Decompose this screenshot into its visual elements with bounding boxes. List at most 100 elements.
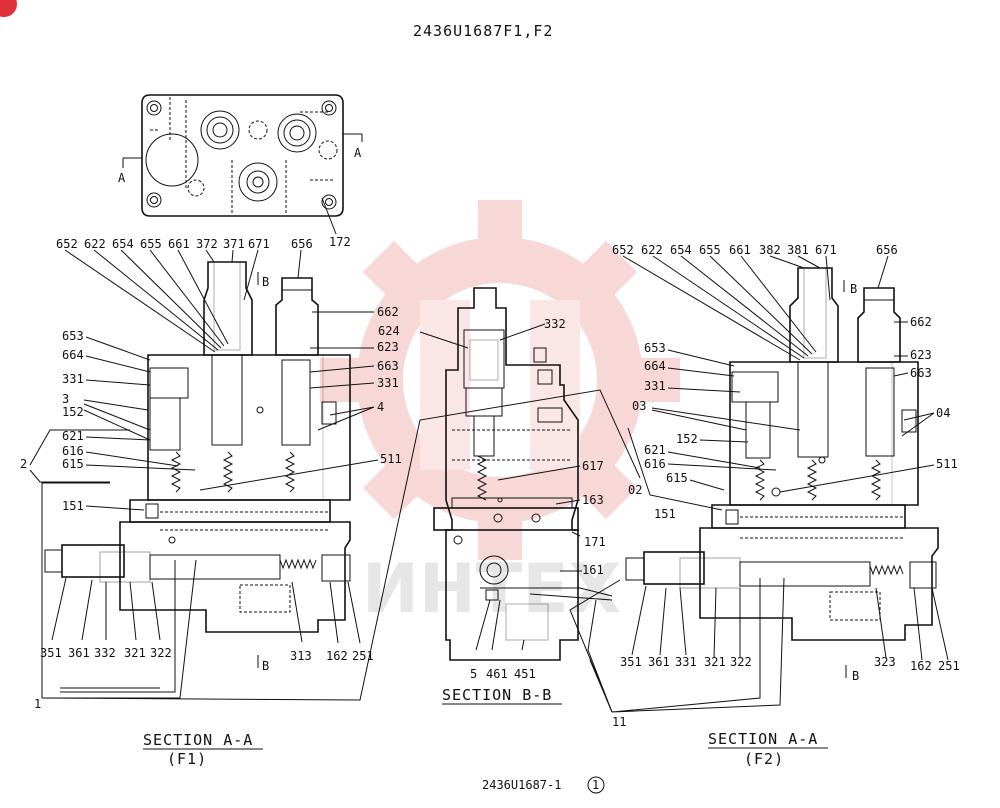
- bb-label-624: 624: [378, 324, 400, 338]
- part-label: 162: [910, 659, 932, 673]
- part-label: 654: [670, 243, 692, 257]
- part-label: 381: [787, 243, 809, 257]
- part-label: 02: [628, 483, 642, 497]
- part-label: 351: [40, 646, 62, 660]
- f2-right-labels: 662 623 663 04 511: [910, 315, 958, 471]
- f2-label-11: 11: [612, 715, 626, 729]
- part-label: 511: [380, 452, 402, 466]
- part-label: 251: [938, 659, 960, 673]
- part-label: 615: [62, 457, 84, 471]
- drawing-title: 2436U1687F1,F2: [413, 22, 553, 40]
- part-label: 671: [815, 243, 837, 257]
- section-aa-f2: B B 652 622 654 655 661 382 381 671 656 …: [569, 243, 960, 729]
- bb-label-461: 461: [486, 667, 508, 681]
- part-label: 152: [62, 405, 84, 419]
- section-aa-f2-title: SECTION A-A: [708, 730, 818, 748]
- section-mark-b-bottom-left: B: [262, 659, 269, 673]
- top-view: A A 172: [118, 94, 363, 249]
- f2-side-labels: 653 664 331 03 152 621 616 615 02 151: [628, 341, 698, 521]
- part-label: 322: [730, 655, 752, 669]
- part-label: 656: [876, 243, 898, 257]
- part-label: 322: [150, 646, 172, 660]
- part-label: 372: [196, 237, 218, 251]
- part-label: 664: [644, 359, 666, 373]
- section-mark-a-left: A: [118, 171, 126, 185]
- part-label: 671: [248, 237, 270, 251]
- part-label: 382: [759, 243, 781, 257]
- bb-label-617: 617: [582, 459, 604, 473]
- part-label: 615: [666, 471, 688, 485]
- drawing-number: 2436U1687-1: [482, 778, 561, 792]
- bb-label-332: 332: [544, 317, 566, 331]
- section-bb-title: SECTION B-B: [442, 686, 552, 704]
- part-label: 655: [140, 237, 162, 251]
- part-label: 321: [124, 646, 146, 660]
- part-label: 621: [62, 429, 84, 443]
- f1-label-1: 1: [34, 697, 41, 711]
- part-label: 623: [910, 348, 932, 362]
- part-label: 622: [641, 243, 663, 257]
- corner-badge-icon: [0, 0, 17, 17]
- section-mark-a-right: A: [354, 146, 362, 160]
- part-label: 321: [704, 655, 726, 669]
- part-label: 623: [377, 340, 399, 354]
- part-label: 663: [910, 366, 932, 380]
- part-label: 251: [352, 649, 374, 663]
- part-label: 661: [168, 237, 190, 251]
- section-aa-f1-title: SECTION A-A: [143, 731, 253, 749]
- section-bb: 332 624 617 163 171 161 5 461 451 SECTIO…: [378, 287, 613, 705]
- top-view-label: 172: [329, 235, 351, 249]
- part-label: 151: [654, 507, 676, 521]
- part-label: 313: [290, 649, 312, 663]
- f1-top-labels: 652 622 654 655 661 372 371 671 656: [56, 237, 313, 251]
- part-label: 162: [326, 649, 348, 663]
- part-label: 661: [729, 243, 751, 257]
- part-label: 331: [377, 376, 399, 390]
- f2-bottom-labels: 351 361 331 321 322 323 162 251: [620, 655, 960, 673]
- part-label: 371: [223, 237, 245, 251]
- part-label: 662: [377, 305, 399, 319]
- part-label: 616: [644, 457, 666, 471]
- part-label: 331: [62, 372, 84, 386]
- part-label: 332: [94, 646, 116, 660]
- f1-right-labels: 662 623 663 331 4 511: [377, 305, 402, 466]
- part-label: 621: [644, 443, 666, 457]
- section-mark-b-top-left: B: [262, 275, 269, 289]
- part-label: 331: [644, 379, 666, 393]
- part-label: 653: [62, 329, 84, 343]
- bb-label-163: 163: [582, 493, 604, 507]
- section-aa-f1-sub: (F1): [167, 750, 207, 768]
- section-mark-b-bottom-right: B: [852, 669, 859, 683]
- part-label: 4: [377, 400, 384, 414]
- f1-bottom-labels: 351 361 332 321 322 313 162 251: [40, 646, 374, 663]
- part-label: 663: [377, 359, 399, 373]
- part-label: 323: [874, 655, 896, 669]
- part-label: 654: [112, 237, 134, 251]
- part-label: 662: [910, 315, 932, 329]
- section-aa-f1: B B 652 622 654 655 661 372 371 671 656 …: [20, 237, 641, 711]
- part-label: 3: [62, 392, 69, 406]
- section-mark-b-top-right: B: [850, 282, 857, 296]
- part-label: 616: [62, 444, 84, 458]
- part-label: 351: [620, 655, 642, 669]
- part-label: 622: [84, 237, 106, 251]
- revision-number: 1: [592, 778, 599, 792]
- part-label: 655: [699, 243, 721, 257]
- revision-circle-icon: [587, 776, 605, 794]
- part-label: 511: [936, 457, 958, 471]
- bb-label-161: 161: [582, 563, 604, 577]
- section-aa-f2-sub: (F2): [744, 750, 784, 768]
- part-label: 152: [676, 432, 698, 446]
- part-label: 361: [648, 655, 670, 669]
- bb-label-171: 171: [584, 535, 606, 549]
- bb-label-5: 5: [470, 667, 477, 681]
- f1-side-labels: 653 664 331 3 152 621 616 615 151: [62, 329, 84, 513]
- part-label: 664: [62, 348, 84, 362]
- watermark-logo: [320, 200, 680, 560]
- bb-label-451: 451: [514, 667, 536, 681]
- f2-top-labels: 652 622 654 655 661 382 381 671 656: [612, 243, 898, 257]
- part-label: 331: [675, 655, 697, 669]
- part-label: 653: [644, 341, 666, 355]
- part-label: 652: [56, 237, 78, 251]
